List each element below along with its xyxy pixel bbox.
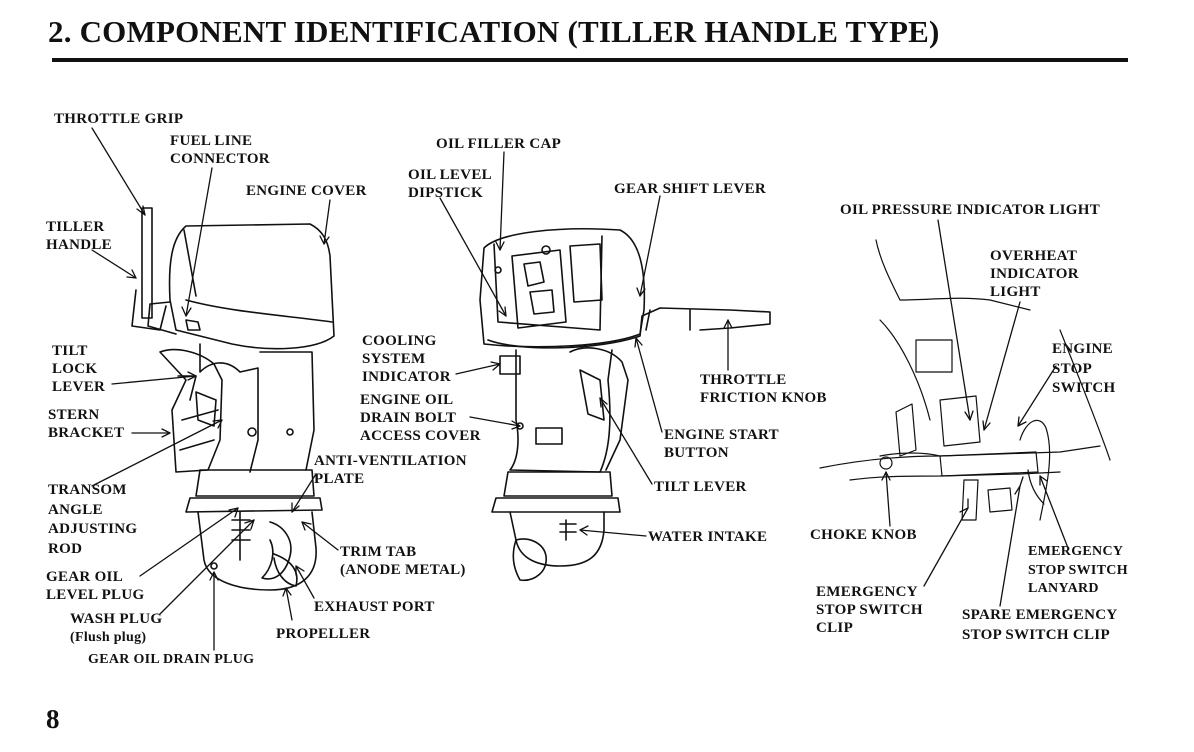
label-tilt-lever: TILT LEVER (654, 479, 747, 495)
label-tilt-lock-lever: TILT LOCK LEVER (52, 343, 106, 395)
label-wash-plug: WASH PLUG (70, 611, 163, 627)
label-spare-emergency-stop-switch-clip: SPARE EMERGENCY STOP SWITCH CLIP (962, 607, 1118, 643)
label-engine-start-button: ENGINE START BUTTON (664, 427, 779, 461)
label-propeller: PROPELLER (276, 626, 371, 642)
label-oil-level-dipstick: OIL LEVEL DIPSTICK (408, 167, 492, 201)
label-trim-tab: TRIM TAB (ANODE METAL) (340, 544, 466, 578)
label-gear-oil-drain-plug: GEAR OIL DRAIN PLUG (88, 652, 255, 667)
label-exhaust-port: EXHAUST PORT (314, 599, 435, 615)
leader-lines (91, 127, 1069, 651)
label-choke-knob: CHOKE KNOB (810, 527, 917, 543)
label-oil-pressure-indicator-light: OIL PRESSURE INDICATOR LIGHT (840, 202, 1100, 218)
left-outboard-illustration (131, 207, 335, 591)
label-stern-bracket: STERN BRACKET (48, 407, 125, 441)
title-rule (52, 58, 1128, 62)
label-oil-filler-cap: OIL FILLER CAP (436, 136, 562, 152)
label-engine-stop-switch: ENGINE STOP SWITCH (1052, 341, 1116, 396)
label-emergency-stop-switch-clip: EMERGENCY STOP SWITCH CLIP (816, 584, 923, 636)
label-engine-cover: ENGINE COVER (246, 183, 367, 199)
label-throttle-friction-knob: THROTTLE FRICTION KNOB (700, 372, 827, 406)
label-engine-oil-drain-bolt-access-cover: ENGINE OIL DRAIN BOLT ACCESS COVER (360, 392, 481, 444)
label-transom-angle-adjusting-rod: TRANSOM ANGLE ADJUSTING ROD (48, 482, 138, 557)
label-gear-oil-level-plug: GEAR OIL LEVEL PLUG (46, 569, 145, 603)
page-number: 8 (46, 704, 60, 734)
label-fuel-line-connector: FUEL LINE CONNECTOR (170, 133, 270, 167)
label-overheat-indicator-light: OVERHEAT INDICATOR LIGHT (990, 248, 1079, 300)
middle-outboard-illustration (479, 228, 771, 581)
label-cooling-system-indicator: COOLING SYSTEM INDICATOR (362, 333, 451, 385)
label-water-intake: WATER INTAKE (648, 529, 768, 545)
label-anti-ventilation-plate: ANTI-VENTILATION PLATE (314, 453, 467, 487)
label-emergency-stop-switch-lanyard: EMERGENCY STOP SWITCH LANYARD (1028, 544, 1128, 596)
label-flush-plug: (Flush plug) (70, 630, 147, 645)
label-gear-shift-lever: GEAR SHIFT LEVER (614, 181, 767, 197)
label-throttle-grip: THROTTLE GRIP (54, 111, 184, 127)
label-tiller-handle: TILLER HANDLE (46, 219, 112, 253)
page-title: 2. COMPONENT IDENTIFICATION (TILLER HAND… (48, 14, 940, 49)
tiller-control-detail-illustration (819, 239, 1111, 521)
